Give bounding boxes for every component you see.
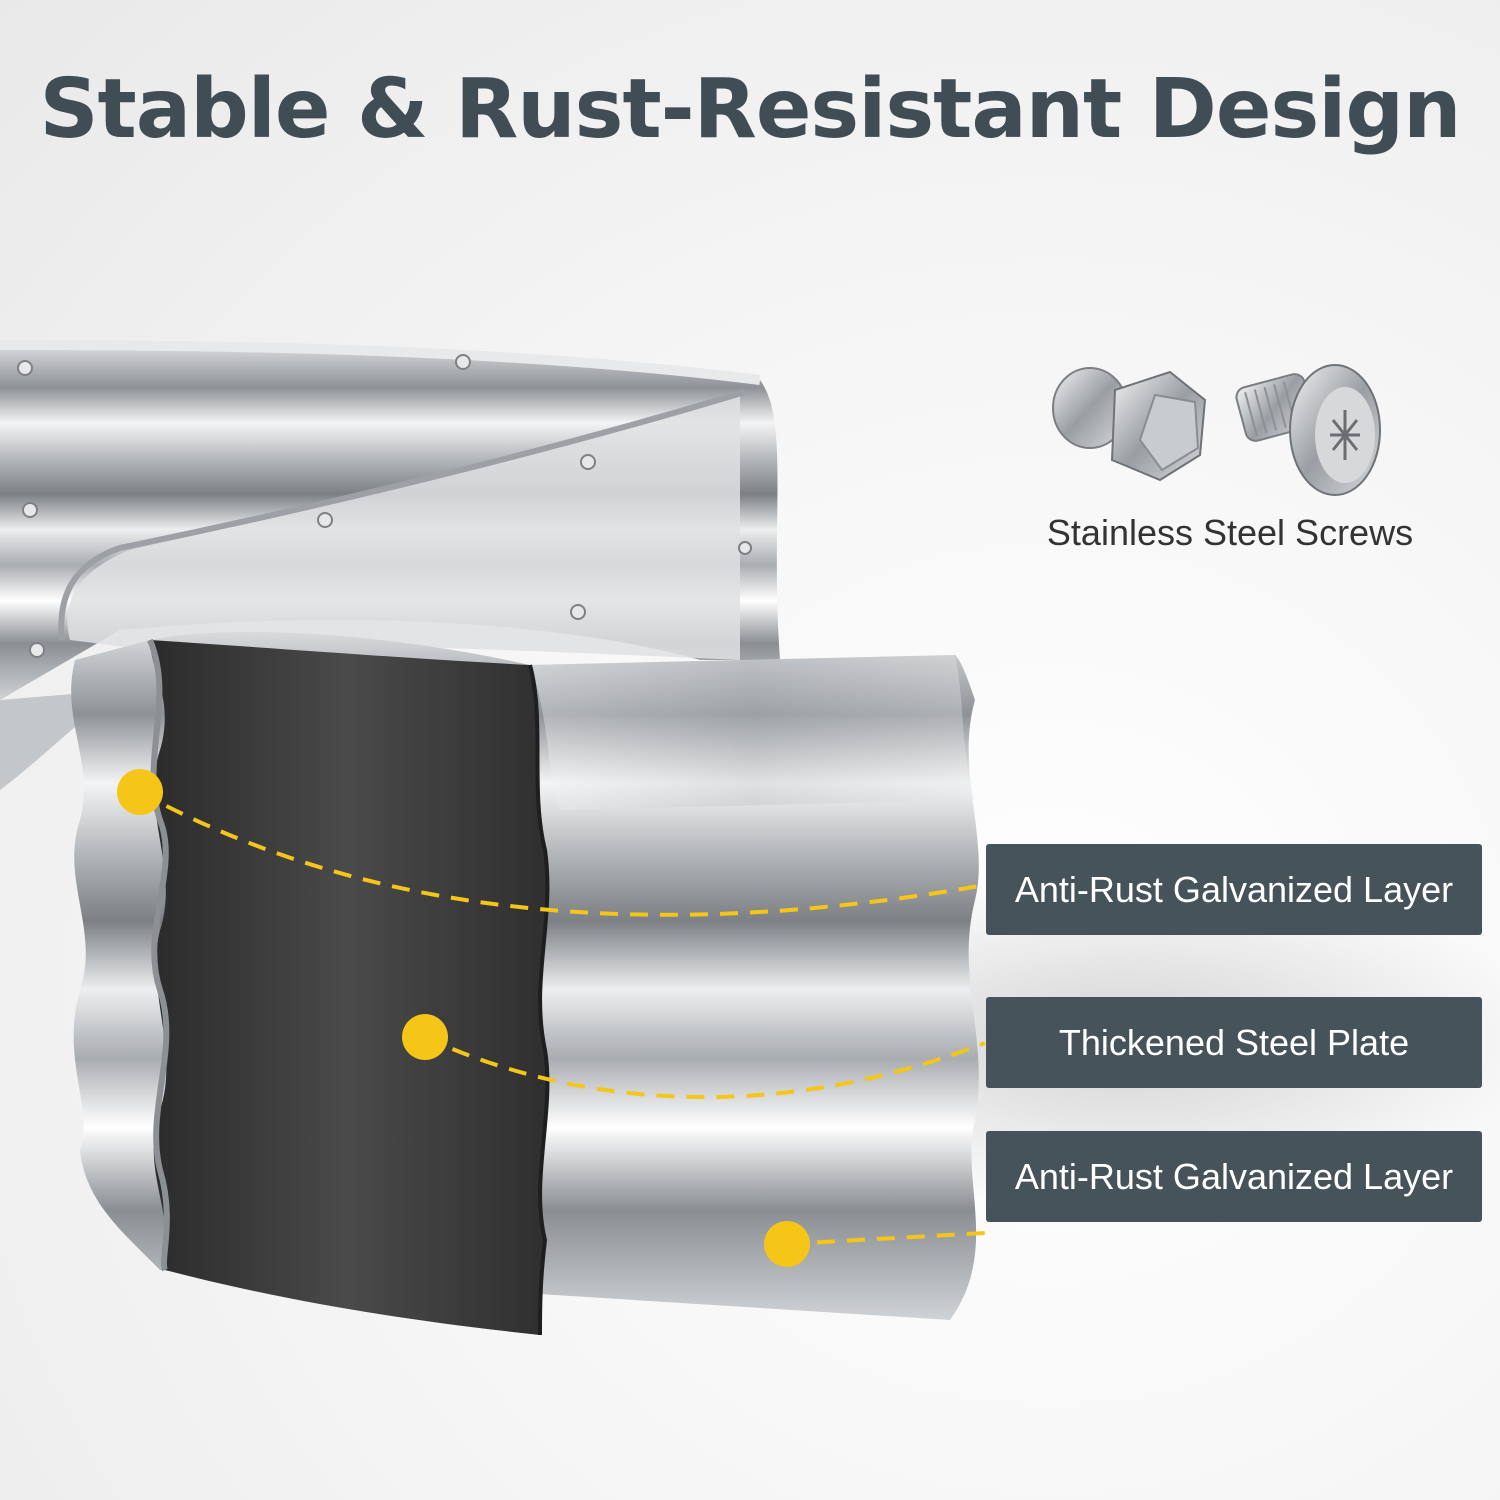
screws-caption: Stainless Steel Screws [1046,512,1414,553]
callout-lines [139,790,986,1246]
label-anti-rust-inner: Anti-Rust Galvanized Layer [986,1131,1482,1222]
rivets [17,354,752,658]
marker-dot-1 [117,769,163,815]
callout-line-2 [424,1035,986,1100]
cap-nut-icon [1052,367,1207,482]
label-text: Anti-Rust Galvanized Layer [1014,868,1454,910]
label-thickened-steel: Thickened Steel Plate [986,997,1482,1088]
front-panel [71,631,979,1336]
screw-icon [1235,364,1381,496]
label-text: Thickened Steel Plate [1058,1021,1410,1063]
steel-core-layer [150,640,548,1335]
page-title: Stable & Rust-Resistant Design [39,62,1462,157]
label-anti-rust-outer: Anti-Rust Galvanized Layer [986,844,1482,935]
label-text: Anti-Rust Galvanized Layer [1014,1155,1454,1197]
marker-dot-3 [764,1221,810,1267]
bed-inner-wall [58,389,746,660]
callout-line-1 [139,790,986,917]
marker-dot-2 [402,1014,448,1060]
callout-line-3 [786,1231,986,1246]
callout-markers [117,769,810,1267]
